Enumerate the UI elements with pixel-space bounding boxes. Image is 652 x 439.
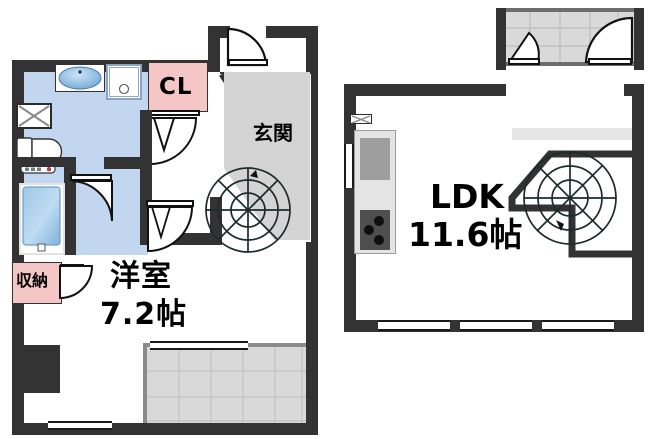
storage-door-swing-icon [59,265,94,300]
window-ldk-bottom-2 [460,320,532,331]
wall-right-top-right [634,8,644,70]
wall-top-entry [208,26,230,38]
wall-ldk-left [344,84,356,294]
balcony-door-small-leaf [508,58,540,65]
ldk-name-label: LDK [430,177,504,216]
ldk-size-label: 11.6帖 [408,215,523,254]
wall-toilet-bath-divider [12,157,76,167]
washroom-door-leaf [70,174,112,181]
washing-machine-drain-icon [118,83,130,95]
stair-enclosure-wall [508,150,642,258]
window-balcony-door-a [150,341,198,350]
room-door-leaf [146,200,194,207]
room-name-label: 洋室 [110,259,172,294]
storage-shuno [12,262,62,304]
pillar-bottom-left [18,345,60,393]
window-x-icon [18,105,50,127]
left-floor-plan: 玄関 [12,26,318,435]
storage-shuno-label: 収納 [16,271,49,290]
closet-folding-door-icon [146,117,198,166]
window-ldk-bottom-3 [542,320,614,331]
bathtub-icon [22,186,61,252]
vanity-basin-icon [58,66,102,90]
closet-cl [148,62,208,112]
wall-sanitary-right [140,110,152,158]
left-balcony [147,347,313,431]
window-ldk-left [344,144,354,188]
right-floor-plan: LDK 11.6帖 [330,0,652,439]
washing-machine-inner [109,67,139,97]
window-bottom-left [48,421,112,430]
wall-ldk-top [344,84,506,96]
closet-cl-door-leaf [148,110,200,116]
wall-right-top-above [496,8,506,70]
window-balcony-door-b [198,341,248,350]
wall-top-entry-right [266,26,318,38]
closet-cl-label: CL [159,74,193,100]
spiral-staircase-upper-icon [523,151,617,245]
stove-burners-icon [364,216,384,245]
kitchen-sink [360,138,390,180]
entrance-door-leaf [228,59,268,66]
window-ldk-bottom-1 [378,320,450,331]
washroom-door-swing-icon [71,180,113,222]
left-balcony-tile-grid [147,347,313,431]
kitchen-window-x-icon [351,115,371,124]
balcony-door-large-leaf [588,58,632,65]
spiral-staircase-lower-icon [205,167,291,253]
room-door-swing-icon [147,206,194,253]
left-balcony-frame [143,343,317,435]
room-size-label: 7.2帖 [100,297,188,332]
genkan-label: 玄関 [253,121,293,145]
stair-landing-strip [512,128,632,140]
balcony-door-large-swing-icon [584,16,634,64]
